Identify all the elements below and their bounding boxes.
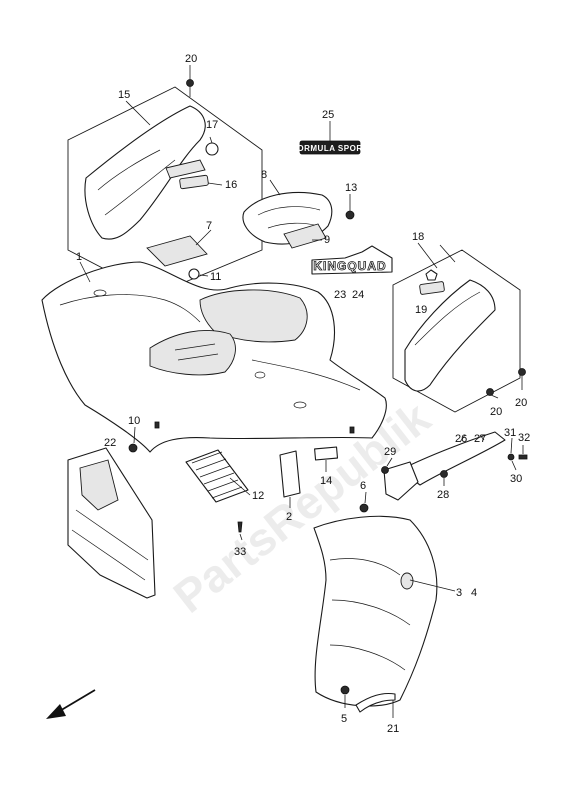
- part-31-washer[interactable]: [507, 453, 515, 461]
- callout-16: 16: [225, 179, 237, 191]
- part-22-cutout: [79, 459, 119, 511]
- callout-24: 24: [352, 289, 364, 301]
- part-3-4-mount-hole: [400, 572, 414, 590]
- callout-32: 32: [518, 432, 530, 444]
- callout-12: 12: [252, 490, 264, 502]
- part-23-decal-text: KINGQUAD: [313, 259, 386, 273]
- callout-22: 22: [104, 437, 116, 449]
- callout-19: 19: [415, 304, 427, 316]
- callout-33: 33: [234, 546, 246, 558]
- part-26-27-stay-foot: [383, 461, 419, 501]
- callout-labels: 20 15 17 16 7 8 25 13 9 11 1 18 23 24 19…: [76, 53, 530, 735]
- callout-29: 29: [384, 446, 396, 458]
- callout-13: 13: [345, 182, 357, 194]
- callout-23: 23: [334, 289, 346, 301]
- part-18-side-cover[interactable]: [404, 279, 496, 392]
- part-18-right-side-cover-group: [392, 249, 526, 413]
- part-12-grille-group: [185, 449, 249, 503]
- part-15-ribs: [97, 149, 176, 216]
- part-1-rear-fender-group: [41, 261, 387, 453]
- part-22-ribs: [71, 509, 149, 581]
- part-14-pad[interactable]: [314, 446, 339, 461]
- part-1-mount-hole-b: [293, 401, 307, 409]
- callout-7: 7: [206, 220, 212, 232]
- part-25-emblem[interactable]: FORMULA SPORT: [292, 140, 368, 155]
- part-20-screw-right-a[interactable]: [486, 388, 494, 396]
- part-9-pad[interactable]: [283, 223, 327, 249]
- part-1-tab-a: [154, 421, 160, 429]
- part-17-grommet[interactable]: [205, 142, 219, 156]
- part-2-pad[interactable]: [279, 450, 301, 498]
- part-12-grille-slats: [191, 451, 243, 499]
- callout-15: 15: [118, 89, 130, 101]
- callout-30: 30: [510, 473, 522, 485]
- part-6-clip[interactable]: [359, 503, 369, 513]
- part-15-left-side-cover-group: [67, 79, 263, 296]
- part-23-decal-shape: [311, 245, 393, 275]
- part-1-rail: [59, 294, 201, 323]
- callout-14: 14: [320, 475, 332, 487]
- part-28-screw[interactable]: [440, 470, 448, 478]
- part-13-screw[interactable]: [345, 210, 355, 220]
- part-19-clip[interactable]: [425, 269, 438, 281]
- front-direction-arrow-icon: [46, 689, 96, 719]
- callout-8: 8: [261, 169, 267, 181]
- part-1-rear-edge: [251, 359, 361, 391]
- part-1-tab-b: [349, 426, 355, 434]
- part-23-24-kingquad-decal[interactable]: KINGQUAD: [311, 245, 393, 275]
- part-15-frame: [67, 86, 263, 296]
- callout-21: 21: [387, 723, 399, 735]
- callout-20-right-b: 20: [515, 397, 527, 409]
- callout-5: 5: [341, 713, 347, 725]
- part-19-pad[interactable]: [419, 281, 445, 295]
- part-8-lid-group: [242, 191, 333, 249]
- callout-2: 2: [286, 511, 292, 523]
- part-25-emblem-text: FORMULA SPORT: [292, 144, 368, 153]
- callout-9: 9: [324, 234, 330, 246]
- part-7-pad[interactable]: [146, 235, 208, 267]
- part-33-screw[interactable]: [237, 521, 243, 533]
- callout-25: 25: [322, 109, 334, 121]
- part-3-4-inner-fender[interactable]: [313, 515, 438, 707]
- part-15-slot: [165, 159, 206, 179]
- part-12-grille-cover[interactable]: [185, 449, 249, 503]
- part-1-seat-opening: [199, 289, 308, 343]
- callout-10: 10: [128, 415, 140, 427]
- callout-6: 6: [360, 480, 366, 492]
- callout-3: 3: [456, 587, 462, 599]
- callout-11: 11: [210, 271, 221, 283]
- part-10-screw[interactable]: [128, 443, 138, 453]
- part-29-screw[interactable]: [381, 466, 389, 474]
- callout-31: 31: [504, 427, 516, 439]
- part-18-frame: [392, 249, 521, 413]
- callout-17: 17: [206, 119, 218, 131]
- part-1-tray-ribs: [174, 343, 219, 361]
- part-1-mount-hole-c: [254, 371, 266, 379]
- part-20-screw-right-b[interactable]: [518, 368, 526, 376]
- callout-18: 18: [412, 231, 424, 243]
- callout-27: 27: [474, 433, 486, 445]
- part-11-grommet[interactable]: [188, 268, 200, 280]
- part-1-mount-hole-a: [93, 289, 107, 297]
- part-21-strip[interactable]: [355, 692, 396, 713]
- callout-20-top: 20: [185, 53, 197, 65]
- leader-lines: [79, 65, 524, 718]
- part-20-screw-top[interactable]: [186, 79, 194, 87]
- part-32-bolt[interactable]: [518, 454, 528, 460]
- callout-4: 4: [471, 587, 477, 599]
- part-5-clip[interactable]: [340, 685, 350, 695]
- part-3-4-inner-fender-group: [313, 515, 438, 707]
- part-16-pad[interactable]: [179, 174, 209, 190]
- callout-26: 26: [455, 433, 467, 445]
- callout-1: 1: [76, 251, 82, 263]
- callout-28: 28: [437, 489, 449, 501]
- part-26-27-bracket-group: [381, 431, 528, 501]
- part-18-ribs: [414, 291, 481, 346]
- part-3-4-fender-ribs: [329, 558, 411, 671]
- part-1-storage-tray: [149, 330, 236, 376]
- callout-20-right-a: 20: [490, 406, 502, 418]
